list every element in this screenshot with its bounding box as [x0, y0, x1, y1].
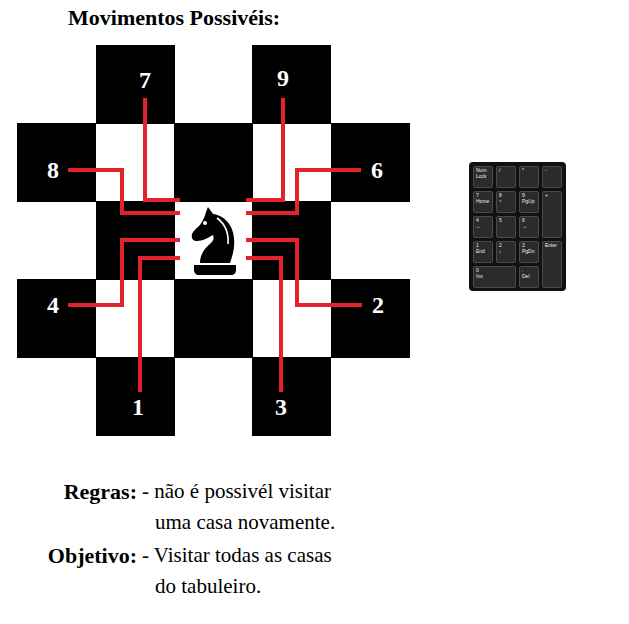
keypad-key: 6→: [519, 216, 539, 238]
keypad-body: [469, 162, 566, 291]
key-label: End: [476, 249, 490, 255]
key-label: Num Lock: [476, 168, 490, 179]
keypad-key: 3PgDn: [519, 241, 539, 263]
move-line: [246, 240, 362, 305]
keypad-key: 9PgUp: [519, 191, 539, 213]
board-square: [17, 123, 96, 202]
key-label: PgUp: [522, 199, 536, 205]
move-square: 8: [17, 123, 96, 202]
move-square: 9: [252, 45, 331, 124]
move-square: 6: [331, 123, 410, 202]
keypad-key: *: [519, 166, 539, 188]
knight-eye: [203, 221, 207, 225]
key-label: *: [522, 168, 536, 174]
key-label: Enter: [545, 243, 559, 249]
move-number: 8: [47, 158, 59, 182]
key-label: ↑: [499, 199, 513, 205]
keypad-key: .Del: [519, 266, 539, 288]
move-square: 4: [17, 279, 96, 358]
keypad-key: Num Lock: [473, 166, 493, 188]
keypad-key: 8↑: [496, 191, 516, 213]
move-line: [145, 98, 180, 200]
move-square: 2: [331, 279, 410, 358]
keypad-key: 0Ins: [473, 266, 516, 288]
move-number: 7: [139, 68, 151, 92]
keypad-key: 2↓: [496, 241, 516, 263]
board-square: [331, 123, 410, 202]
board-square: [252, 45, 331, 124]
move-line: [68, 240, 180, 305]
move-number: 2: [372, 293, 384, 317]
move-square: 7: [96, 45, 175, 124]
board-square: [96, 357, 175, 436]
rule-text: - Visitar todas as casas do tabuleiro.: [142, 540, 350, 602]
diagram-title: Movimentos Possivéis:: [68, 5, 280, 31]
board-square: [174, 123, 253, 202]
keypad-key: +: [542, 191, 562, 238]
knight-piece: [192, 207, 236, 275]
knight-base: [194, 265, 236, 275]
board-square: [17, 279, 96, 358]
move-number: 9: [277, 66, 289, 90]
keypad-key: Enter: [542, 241, 562, 288]
move-number: 4: [47, 293, 59, 317]
key-label: PgDn: [522, 249, 536, 255]
key-label: →: [522, 224, 536, 230]
key-label: /: [499, 168, 513, 174]
key-label: +: [545, 193, 559, 199]
rule-heading: Objetivo:: [10, 540, 137, 571]
keypad-key: /: [496, 166, 516, 188]
move-number: 1: [132, 395, 144, 419]
board-square: [252, 357, 331, 436]
board-square: [96, 45, 175, 124]
move-line: [68, 170, 180, 213]
move-square: 1: [96, 357, 175, 436]
knight-head: [192, 207, 234, 263]
key-label: 5: [499, 218, 513, 224]
board-square: [174, 279, 253, 358]
key-label: Del: [522, 274, 536, 280]
move-line: [140, 258, 180, 392]
knight-highlight: [217, 218, 228, 244]
keypad-key: 4←: [473, 216, 493, 238]
move-number: 6: [371, 158, 383, 182]
key-label: Home: [476, 199, 490, 205]
keypad-key: -: [542, 166, 562, 188]
key-label: ↓: [499, 249, 513, 255]
rule-text: - não é possivél visitar uma casa novame…: [142, 476, 350, 538]
move-line: [246, 98, 283, 200]
keypad-key: 7Home: [473, 191, 493, 213]
key-label: ←: [476, 224, 490, 230]
board-square: [331, 279, 410, 358]
key-label: -: [545, 168, 559, 174]
board-squares: [17, 45, 410, 436]
move-line: [246, 170, 361, 213]
rule-heading: Regras:: [20, 476, 137, 507]
keypad-key: 5: [496, 216, 516, 238]
move-line: [246, 258, 281, 392]
keypad-key: 1End: [473, 241, 493, 263]
move-number: 3: [275, 395, 287, 419]
move-square: 3: [252, 357, 331, 436]
move-lines: [68, 98, 362, 392]
key-label: Ins: [476, 274, 513, 280]
